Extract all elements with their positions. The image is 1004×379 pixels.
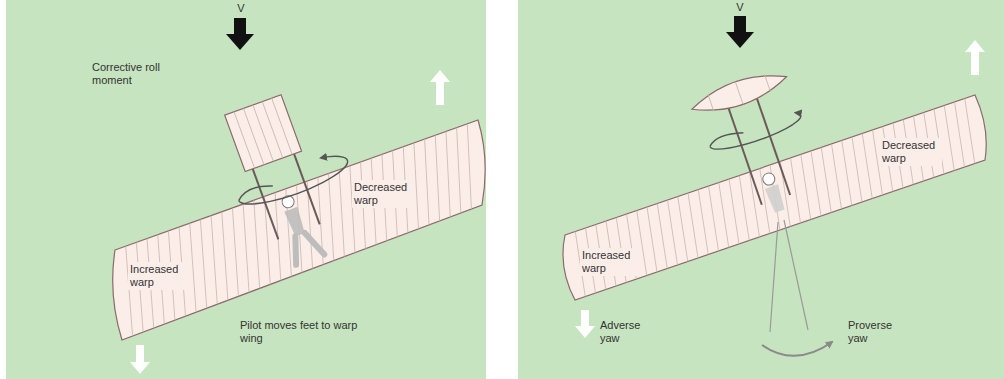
velocity-label: V: [232, 1, 250, 16]
yaw-label: Proverse yaw: [846, 318, 908, 346]
wing-rib: [200, 219, 206, 308]
warp-label: Increased warp: [580, 248, 638, 276]
wing-rib: [791, 158, 801, 223]
down-arrow: [130, 345, 150, 374]
wing-rib: [350, 166, 355, 253]
yaw-arrow: [762, 342, 832, 356]
right-panel: [518, 0, 1004, 379]
wing-rib: [211, 216, 217, 305]
yaw-label: Adverse yaw: [598, 318, 650, 346]
wing-rib: [821, 148, 831, 213]
wing-rib: [944, 106, 954, 171]
up-arrow: [430, 70, 450, 105]
wing-rib: [955, 102, 965, 167]
wing-rib: [232, 208, 238, 296]
aircraft-body: [210, 81, 375, 276]
wing-rib: [657, 204, 667, 269]
velocity-label: V: [731, 0, 749, 15]
wing: [113, 120, 486, 340]
moment-label: Corrective roll moment: [90, 60, 174, 88]
wing-rib: [801, 155, 811, 220]
wing-rib: [668, 200, 678, 265]
wing-rib: [254, 200, 260, 288]
wing-rib: [729, 179, 739, 244]
wing-rib: [435, 135, 439, 221]
wing-rib: [414, 143, 419, 229]
warp-label: Decreased warp: [352, 180, 414, 208]
wing-rib: [647, 207, 657, 272]
wing-ribs: [126, 124, 472, 336]
velocity-arrow: [226, 18, 254, 50]
wing-rib: [852, 137, 862, 202]
velocity-arrow: [726, 16, 754, 48]
warp-label: Increased warp: [128, 262, 186, 290]
wing-rib: [811, 151, 821, 216]
wing-rib: [965, 99, 975, 164]
wing-rib: [222, 212, 228, 301]
wing-rib: [719, 183, 729, 248]
wing-rib: [678, 197, 688, 262]
wing-rib: [329, 174, 334, 261]
wing-rib: [339, 170, 344, 257]
wing-rib: [842, 141, 852, 206]
wing-rib: [637, 211, 647, 276]
wing-rib: [709, 186, 719, 251]
wing-rib: [739, 176, 749, 241]
wing-rib: [698, 190, 708, 255]
aircraft-body: [688, 65, 828, 227]
wing-rib: [832, 144, 842, 209]
wing-rib: [688, 193, 698, 258]
wing-rib: [425, 139, 429, 225]
down-arrow: [575, 310, 595, 338]
warp-label: Decreased warp: [880, 138, 942, 166]
wing-rib: [457, 128, 461, 213]
wing-rib: [190, 223, 196, 312]
wing-rib: [467, 124, 471, 209]
wing-rib: [243, 204, 249, 292]
up-arrow: [965, 40, 985, 75]
note-label: Pilot moves feet to warp wing: [238, 318, 364, 346]
wing-rib: [446, 131, 450, 216]
wing-rib: [126, 246, 133, 336]
left-panel: [6, 0, 486, 379]
wing-rib: [862, 134, 872, 199]
leader-line: [770, 220, 808, 332]
